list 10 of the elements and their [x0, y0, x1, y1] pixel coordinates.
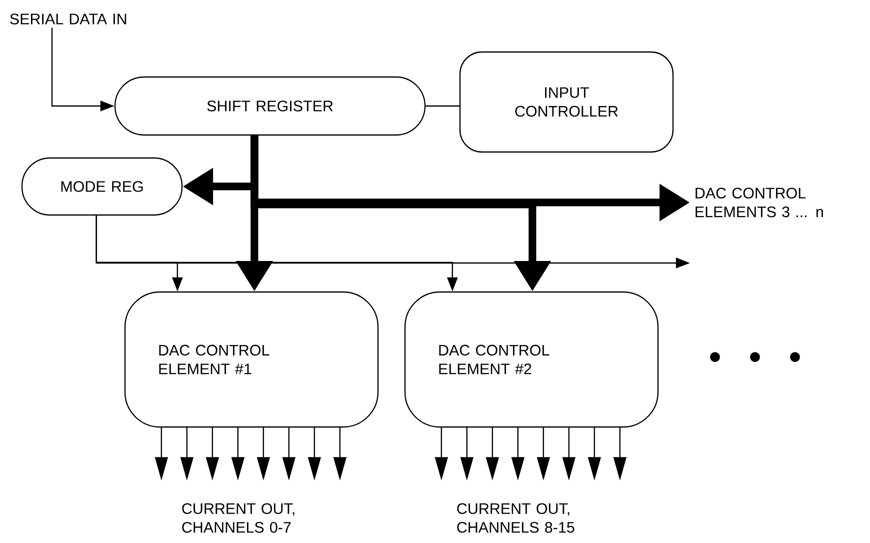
signal-label: SERIAL DATA IN [10, 14, 126, 24]
output-label: CURRENT OUT, CHANNELS 8-15 [457, 503, 574, 533]
process-box: SHIFT REGISTER [114, 76, 426, 136]
process-box: DAC CONTROL ELEMENT #1 [124, 291, 379, 428]
signal-label: DAC CONTROL ELEMENTS 3 ... n [696, 188, 823, 218]
process-box: DAC CONTROL ELEMENT #2 [404, 291, 659, 428]
process-box: MODE REG [21, 157, 183, 216]
process-box: INPUT CONTROLLER [459, 51, 674, 153]
line [426, 105, 460, 107]
output-label: CURRENT OUT, CHANNELS 0-7 [182, 503, 294, 533]
